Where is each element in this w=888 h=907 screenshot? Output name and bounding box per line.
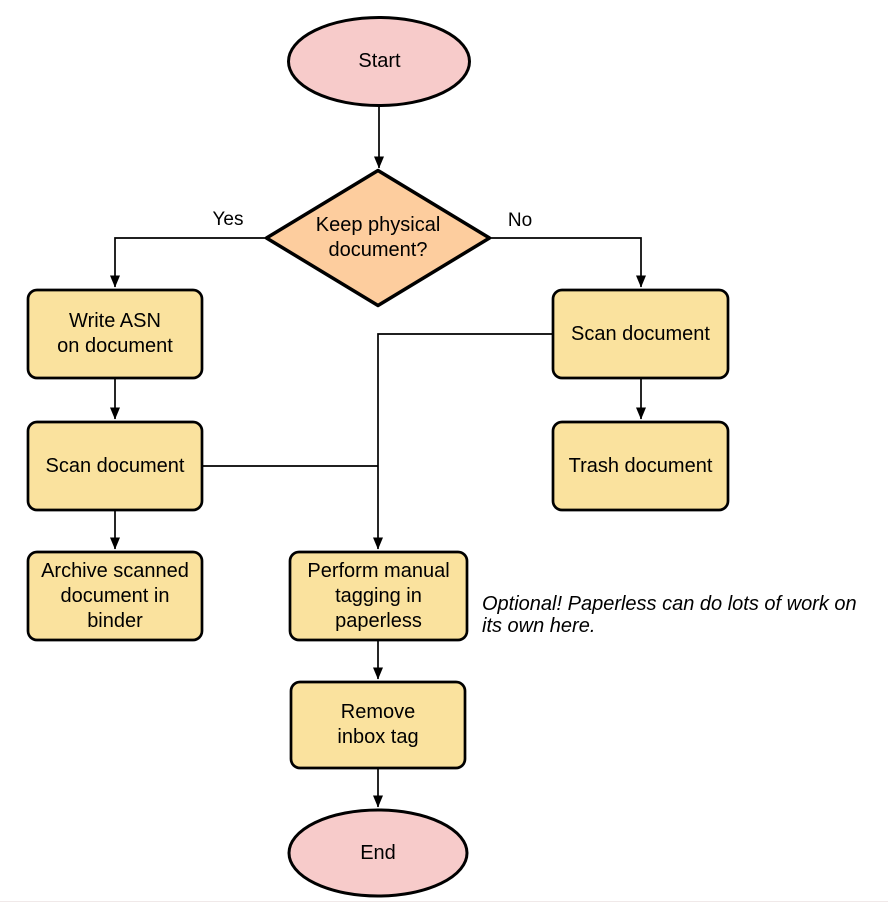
node-remove-inbox-shape — [289, 680, 467, 770]
edge-decision-no-to-scan-right — [490, 237, 646, 288]
node-start-shape — [287, 16, 471, 107]
node-archive-shape — [26, 550, 204, 642]
edge-scan-right-to-tagging — [373, 333, 553, 550]
node-decision-shape — [264, 168, 492, 308]
node-tagging-shape — [288, 550, 469, 642]
bottom-divider — [0, 901, 888, 902]
node-scan-right-shape — [551, 288, 730, 380]
edge-decision-yes-to-write-asn — [110, 237, 266, 288]
optional-note: Optional! Paperless can do lots of work … — [482, 593, 857, 637]
node-end-shape — [287, 808, 469, 898]
node-write-asn-shape — [26, 288, 204, 380]
node-trash-shape — [551, 420, 730, 512]
node-scan-left-shape — [26, 420, 204, 512]
